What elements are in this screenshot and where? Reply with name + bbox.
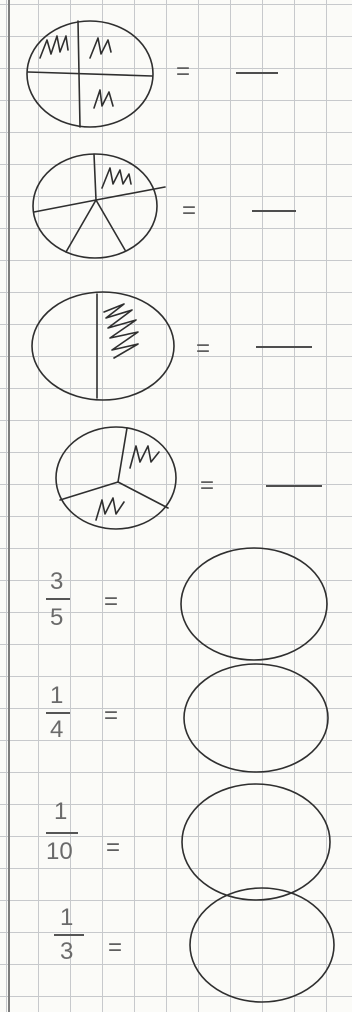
circle-fifths xyxy=(33,154,165,258)
shading-scribble xyxy=(130,446,159,468)
shading-scribble xyxy=(94,90,113,108)
empty-circle[interactable] xyxy=(190,888,334,1002)
equals-sign: = xyxy=(104,704,118,728)
empty-circle[interactable] xyxy=(182,784,330,900)
equals-sign: = xyxy=(108,936,122,960)
shading-scribble xyxy=(102,168,131,188)
fraction-bar xyxy=(54,934,84,936)
equals-sign: = xyxy=(106,836,120,860)
circle-quarters xyxy=(27,21,153,127)
answer-blank[interactable] xyxy=(256,346,312,348)
circle-thirds xyxy=(56,427,176,529)
shading-scribble xyxy=(90,38,111,58)
fraction-bar xyxy=(46,712,70,714)
fraction-denominator: 3 xyxy=(60,940,73,964)
fraction-numerator: 1 xyxy=(60,906,73,930)
fraction-denominator: 5 xyxy=(50,606,63,630)
circle-divider xyxy=(94,154,96,200)
answer-blank[interactable] xyxy=(252,210,296,212)
circle-outline xyxy=(32,292,174,400)
circle-divider xyxy=(34,200,96,212)
fraction-numerator: 1 xyxy=(54,800,67,824)
equals-sign: = xyxy=(104,590,118,614)
answer-blank[interactable] xyxy=(236,72,278,74)
circle-divider xyxy=(96,200,125,250)
fraction-numerator: 3 xyxy=(50,570,63,594)
circle-divider xyxy=(118,482,168,508)
equals-sign: = xyxy=(200,474,214,498)
fraction-numerator: 1 xyxy=(50,684,63,708)
circle-halves xyxy=(32,292,174,400)
shading-scribble xyxy=(40,36,68,58)
circle-divider xyxy=(60,482,118,500)
circle-divider xyxy=(28,72,152,76)
equals-sign: = xyxy=(182,199,196,223)
empty-circle[interactable] xyxy=(184,664,328,772)
fraction-denominator: 10 xyxy=(46,840,73,864)
circle-divider xyxy=(118,428,127,482)
shading-scribble xyxy=(104,304,138,358)
shading-scribble xyxy=(96,498,124,520)
fraction-bar xyxy=(46,832,78,834)
equals-sign: = xyxy=(176,60,190,84)
equals-sign: = xyxy=(196,337,210,361)
fraction-bar xyxy=(46,598,70,600)
empty-circle[interactable] xyxy=(181,548,327,660)
circle-divider xyxy=(66,200,96,252)
fraction-denominator: 4 xyxy=(50,718,63,742)
answer-blank[interactable] xyxy=(266,485,322,487)
